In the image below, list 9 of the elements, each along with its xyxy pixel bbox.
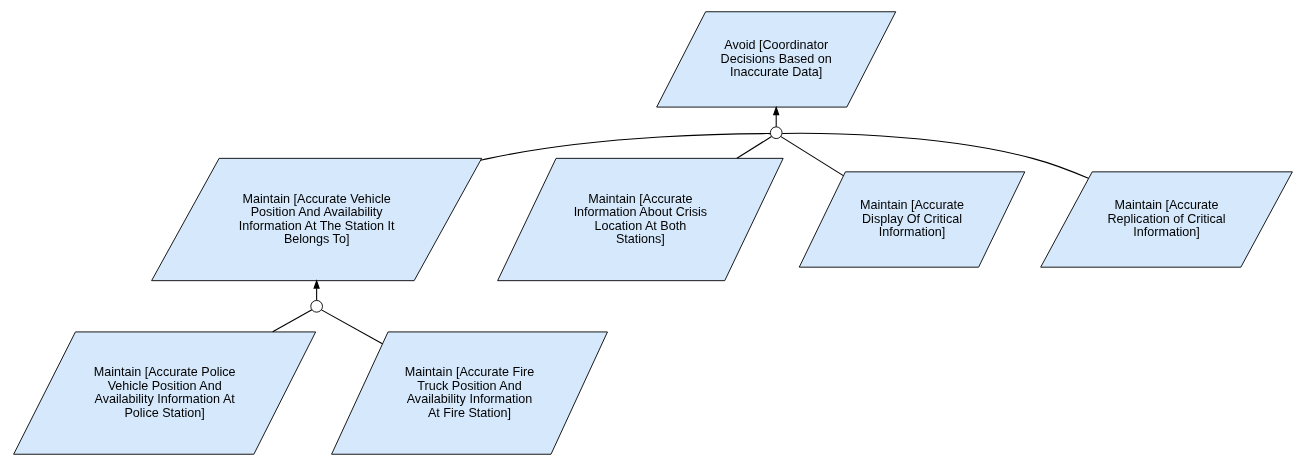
connector [736,136,773,159]
node-circle [310,300,323,313]
connector [780,136,844,177]
connector [480,133,771,161]
connector [320,309,383,345]
connector [781,132,1089,179]
arrow [772,105,780,128]
node-circle [769,126,783,139]
connector [272,309,313,333]
